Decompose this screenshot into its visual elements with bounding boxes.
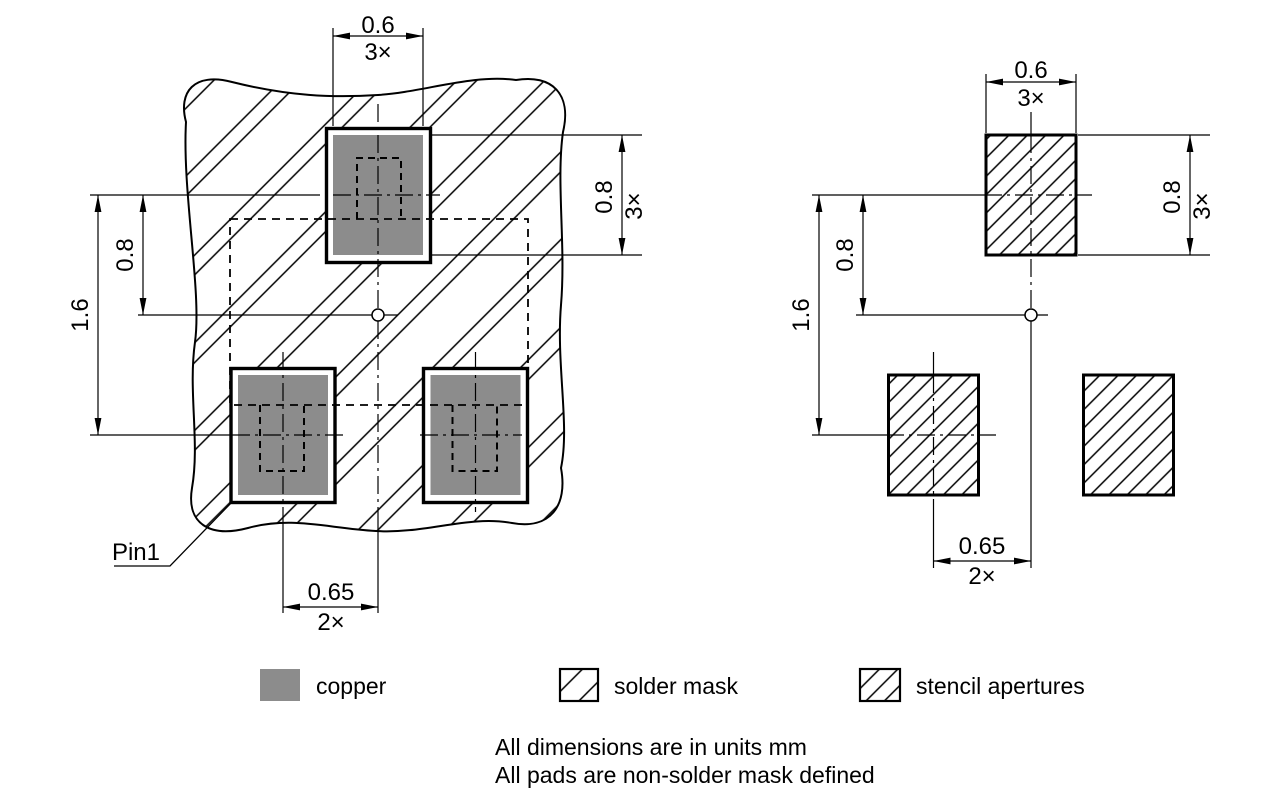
arrowhead-icon: [406, 32, 423, 40]
lead-outline-bottom-left: [259, 405, 305, 472]
arrowhead-icon: [1059, 78, 1076, 86]
dimension-aperture-width: 0.6 3×: [985, 57, 1077, 133]
stencil-view: 0.6 3× 0.8 3× 0.8 1.6: [788, 57, 1216, 590]
dim-count: 3×: [621, 192, 648, 219]
dimension-row-half: 0.8: [112, 195, 147, 315]
centerlines-left-view: [90, 104, 522, 613]
arrowhead-icon: [139, 195, 147, 212]
origin-marker: [371, 308, 385, 322]
arrowhead-icon: [986, 78, 1003, 86]
legend-label: solder mask: [614, 673, 738, 699]
arrowhead-icon: [815, 195, 823, 212]
stencil-aperture-bottom-right: [1082, 373, 1175, 497]
legend-item-solder-mask: solder mask: [558, 667, 738, 703]
dimension-pad-width: 0.6 3×: [332, 12, 424, 126]
notes: All dimensions are in units mm All pads …: [495, 734, 875, 788]
dimension-aperture-height: 0.8 3×: [1078, 134, 1216, 256]
copper-swatch-icon: [260, 669, 300, 701]
dimension-col-pitch: 0.65 2×: [933, 533, 1031, 590]
dimension-pad-height: 0.8 3×: [432, 134, 648, 256]
pin1-leader-line: [114, 501, 233, 567]
stencil-swatch-icon: [858, 667, 902, 703]
lead-outline-bottom-right: [451, 405, 498, 472]
pin1-label: Pin1: [112, 539, 160, 566]
legend-label: copper: [316, 673, 387, 699]
dim-value: 1.6: [788, 298, 815, 331]
arrowhead-icon: [933, 557, 951, 565]
land-pattern-view: 0.6 3× 0.8 3× 0.8 1.6: [67, 12, 648, 636]
dimension-row-full: 1.6: [67, 195, 102, 435]
arrowhead-icon: [94, 418, 102, 435]
arrowhead-icon: [139, 298, 147, 315]
legend-label: stencil apertures: [916, 673, 1085, 699]
pin1-callout: Pin1: [112, 501, 233, 567]
origin-marker: [1024, 308, 1038, 322]
solder-mask-swatch-icon: [558, 667, 600, 703]
dim-value: 0.6: [1014, 57, 1047, 84]
note-nsmd: All pads are non-solder mask defined: [495, 762, 875, 788]
dim-value: 0.8: [832, 238, 859, 271]
dim-value: 1.6: [67, 298, 94, 331]
arrowhead-icon: [618, 238, 626, 255]
dimension-row-half: 0.8: [832, 195, 867, 315]
dim-value: 0.6: [361, 12, 394, 39]
arrowhead-icon: [859, 195, 867, 212]
dim-value: 0.8: [1159, 180, 1186, 213]
dim-count: 2×: [968, 563, 995, 590]
dim-count: 3×: [1189, 192, 1216, 219]
legend-item-stencil-apertures: stencil apertures: [858, 667, 1085, 703]
dim-value: 0.8: [591, 180, 618, 213]
component-outline: [229, 218, 529, 406]
arrowhead-icon: [361, 603, 378, 611]
arrowhead-icon: [283, 603, 300, 611]
dim-value: 0.8: [112, 238, 139, 271]
legend: copper solder mask stencil apertures: [260, 667, 1085, 703]
dimension-row-full: 1.6: [788, 195, 823, 435]
dimension-col-pitch: 0.65 2×: [283, 579, 378, 636]
arrowhead-icon: [815, 418, 823, 435]
arrowhead-icon: [1186, 135, 1194, 152]
arrowhead-icon: [94, 195, 102, 212]
centerlines-right-view: [812, 112, 1092, 568]
arrowhead-icon: [859, 298, 867, 315]
arrowhead-icon: [1014, 557, 1031, 565]
dim-count: 3×: [364, 39, 391, 66]
arrowhead-icon: [1186, 238, 1194, 255]
dim-value: 0.65: [308, 579, 355, 606]
lead-outline-top: [356, 157, 402, 219]
arrowhead-icon: [333, 32, 350, 40]
note-units: All dimensions are in units mm: [495, 734, 807, 760]
dim-count: 2×: [317, 609, 344, 636]
legend-item-copper: copper: [260, 669, 387, 701]
dim-value: 0.65: [959, 533, 1006, 560]
dim-count: 3×: [1017, 85, 1044, 112]
arrowhead-icon: [618, 135, 626, 152]
